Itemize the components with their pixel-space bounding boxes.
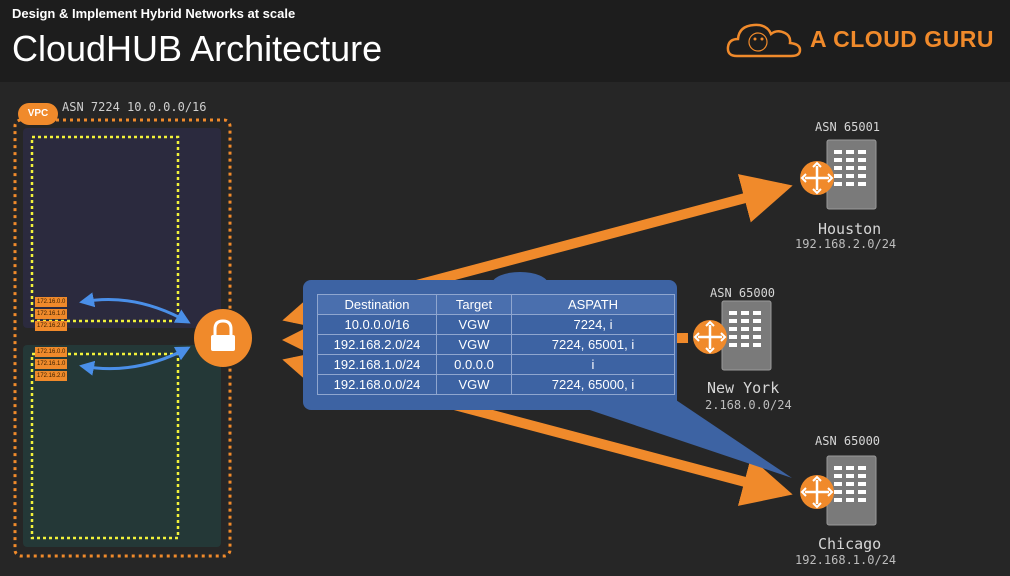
vpc-link-bottom xyxy=(79,346,191,376)
brand-name: A CLOUD GURU xyxy=(810,26,995,52)
subnet-ip-label: 172.16.0.0 xyxy=(35,347,68,357)
route-table: Destination Target ASPATH 10.0.0.0/16 VG… xyxy=(317,294,675,395)
slide-subtitle: Design & Implement Hybrid Networks at sc… xyxy=(12,6,296,21)
new-york-datacenter xyxy=(693,300,772,371)
vpc-link-top xyxy=(79,292,191,324)
cell-aspath: 7224, i xyxy=(511,314,675,335)
vpc-badge: VPC xyxy=(18,103,58,125)
availability-zone-bottom xyxy=(23,345,221,547)
subnet-ip-label: 172.16.2.0 xyxy=(35,371,68,381)
lock-icon xyxy=(211,319,235,351)
cell-aspath: 7224, 65001, i xyxy=(511,334,675,355)
cell-target: 0.0.0.0 xyxy=(436,354,512,375)
popup-pointer xyxy=(560,400,792,478)
cell-destination: 192.168.0.0/24 xyxy=(317,374,437,395)
column-header-target: Target xyxy=(436,294,512,315)
subnet-ip-label: 172.16.1.0 xyxy=(35,359,68,369)
cell-destination: 192.168.2.0/24 xyxy=(317,334,437,355)
route-table-popup: Destination Target ASPATH 10.0.0.0/16 VG… xyxy=(303,280,677,410)
cloud-logo-icon xyxy=(726,23,802,58)
cell-target: VGW xyxy=(436,314,512,335)
new-york-name: New York xyxy=(707,379,780,397)
column-header-aspath: ASPATH xyxy=(511,294,675,315)
cell-target: VGW xyxy=(436,334,512,355)
new-york-asn: ASN 65000 xyxy=(710,286,776,300)
chicago-asn: ASN 65000 xyxy=(815,434,881,448)
subnet-ip-label: 172.16.0.0 xyxy=(35,297,68,307)
vpc-asn-label: ASN 7224 10.0.0.0/16 xyxy=(62,100,207,114)
availability-zone-top xyxy=(23,128,221,328)
houston-asn: ASN 65001 xyxy=(815,120,881,134)
cell-destination: 192.168.1.0/24 xyxy=(317,354,437,375)
column-header-destination: Destination xyxy=(317,294,437,315)
table-row: 192.168.1.0/24 0.0.0.0 i xyxy=(317,354,675,375)
table-row: 10.0.0.0/16 VGW 7224, i xyxy=(317,314,675,335)
houston-name: Houston xyxy=(818,220,882,238)
new-york-subnet: 2.168.0.0/24 xyxy=(705,398,792,412)
route-table-header-row: Destination Target ASPATH xyxy=(317,294,675,315)
houston-datacenter xyxy=(800,139,877,210)
cell-target: VGW xyxy=(436,374,512,395)
chicago-subnet: 192.168.1.0/24 xyxy=(795,553,897,567)
slide-title: CloudHUB Architecture xyxy=(12,28,383,69)
cell-aspath: i xyxy=(511,354,675,375)
table-row: 192.168.2.0/24 VGW 7224, 65001, i xyxy=(317,334,675,355)
houston-subnet: 192.168.2.0/24 xyxy=(795,237,897,251)
chicago-name: Chicago xyxy=(818,535,882,553)
subnet-ip-label: 172.16.2.0 xyxy=(35,321,68,331)
cell-aspath: 7224, 65000, i xyxy=(511,374,675,395)
cell-destination: 10.0.0.0/16 xyxy=(317,314,437,335)
table-row: 192.168.0.0/24 VGW 7224, 65000, i xyxy=(317,374,675,395)
subnet-ip-label: 172.16.1.0 xyxy=(35,309,68,319)
chicago-datacenter xyxy=(800,455,877,526)
slide-header xyxy=(0,0,1010,82)
vgw-gateway xyxy=(194,309,252,367)
